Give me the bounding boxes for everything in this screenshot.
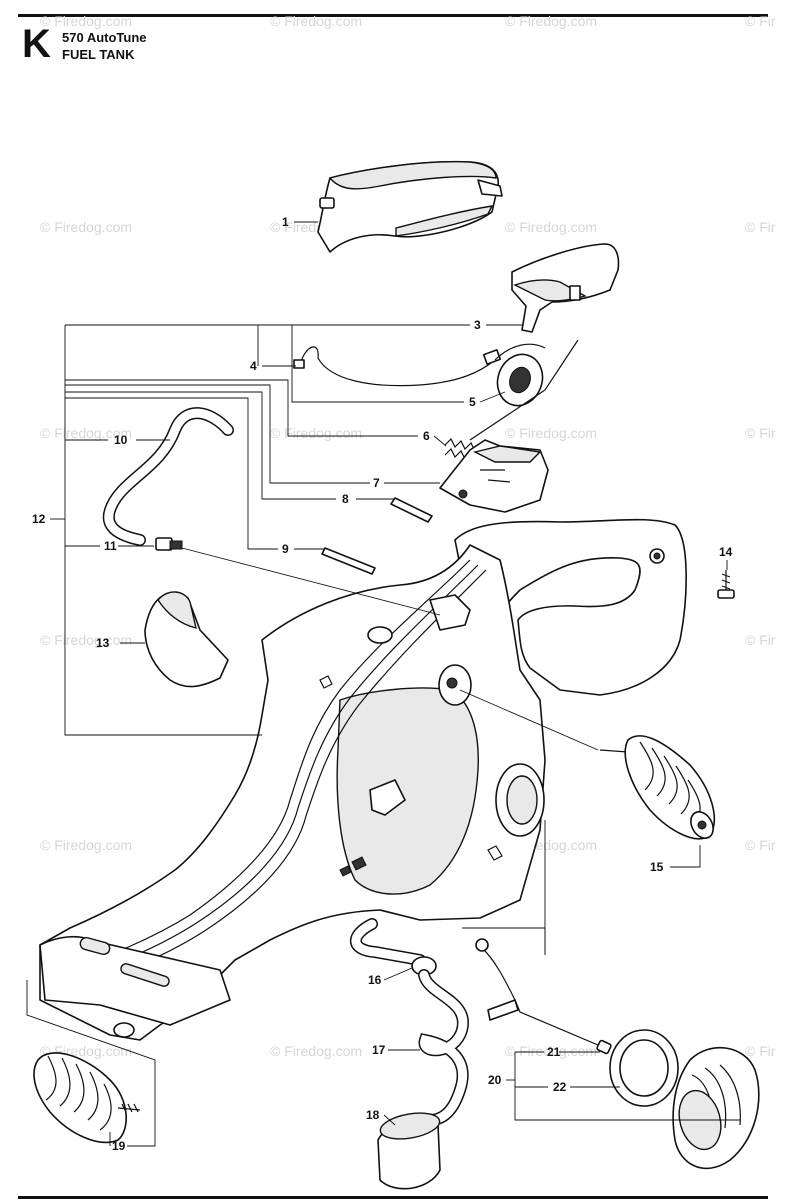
callout-4: 4 <box>250 359 257 373</box>
part-17-fuel-hose <box>418 969 469 1126</box>
watermark: © Fir <box>745 632 776 648</box>
part-5-pulley <box>494 343 546 407</box>
watermark: © Firedog.com <box>40 425 132 441</box>
part-9-pin <box>321 547 376 575</box>
watermark: © Fir <box>745 13 776 29</box>
watermark: © Fir <box>745 425 776 441</box>
part-20-22-fuel-cap <box>475 938 760 1170</box>
callout-6: 6 <box>423 429 430 443</box>
leader-lines <box>26 221 740 1147</box>
callout-12: 12 <box>32 512 46 526</box>
watermark: © Firedog.com <box>270 425 362 441</box>
callout-15: 15 <box>650 860 664 874</box>
watermark: © Fir <box>745 1043 776 1059</box>
fuel-tank-body <box>39 518 687 1041</box>
watermark: © Fir <box>745 837 776 853</box>
bottom-rule <box>18 1196 768 1199</box>
callout-14: 14 <box>719 545 733 559</box>
part-13-cover <box>144 591 229 688</box>
callout-19: 19 <box>112 1139 126 1153</box>
part-10-fuel-hose <box>102 407 234 546</box>
callouts: 1 3 4 5 6 7 8 9 10 11 12 13 14 15 16 17 … <box>32 215 733 1153</box>
section-letter: K <box>22 22 51 66</box>
part-3-throttle-trigger <box>511 243 620 333</box>
part-11-hose-fitting <box>155 537 183 551</box>
callout-10: 10 <box>114 433 128 447</box>
part-8-pin <box>390 497 433 523</box>
callout-3: 3 <box>474 318 481 332</box>
watermark: © Firedog.com <box>270 13 362 29</box>
callout-18: 18 <box>366 1108 380 1122</box>
watermark: © Fir <box>745 219 776 235</box>
callout-8: 8 <box>342 492 349 506</box>
part-18-fuel-filter <box>377 1112 441 1190</box>
part-1-cover <box>317 160 503 253</box>
callout-17: 17 <box>372 1043 386 1057</box>
callout-1: 1 <box>282 215 289 229</box>
model-name: 570 AutoTune <box>62 30 147 45</box>
callout-20: 20 <box>488 1073 502 1087</box>
watermark: © Firedog.com <box>40 219 132 235</box>
part-4-throttle-wire <box>293 346 502 387</box>
watermark: © Firedog.com <box>505 1043 597 1059</box>
watermark: © Firedog.com <box>270 1043 362 1059</box>
callout-9: 9 <box>282 542 289 556</box>
watermark: © Firedog.com <box>505 13 597 29</box>
part-19-av-spring <box>33 1052 141 1144</box>
part-7-throttle-lockout <box>439 439 549 513</box>
callout-13: 13 <box>96 636 110 650</box>
callout-5: 5 <box>469 395 476 409</box>
part-16-hose-elbow <box>349 918 437 976</box>
callout-7: 7 <box>373 476 380 490</box>
watermark: © Firedog.com <box>505 219 597 235</box>
watermark: © Firedog.com <box>505 425 597 441</box>
watermark: © Firedog.com <box>40 13 132 29</box>
watermark: © Firedog.com <box>40 837 132 853</box>
page-title: FUEL TANK <box>62 47 135 62</box>
top-rule <box>18 14 768 17</box>
callout-21: 21 <box>547 1045 561 1059</box>
watermark: © Firedog.com <box>40 632 132 648</box>
callout-22: 22 <box>553 1080 567 1094</box>
part-14-screw <box>717 570 735 599</box>
part-15-av-spring <box>599 735 716 840</box>
callout-16: 16 <box>368 973 382 987</box>
callout-11: 11 <box>104 539 117 553</box>
